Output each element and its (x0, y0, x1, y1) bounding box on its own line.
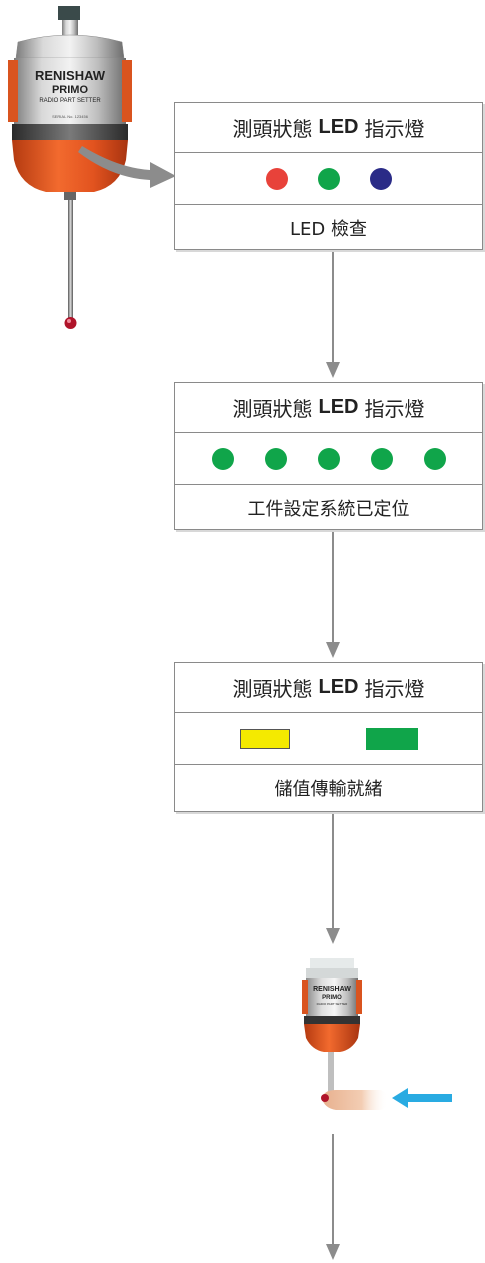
flow-arrow (326, 1134, 340, 1260)
box-header: 測頭狀態 LED 指示燈 (175, 383, 482, 433)
probe-serial-text: SERIAL No. 123456 (52, 114, 89, 119)
probe-model-text: PRIMO (52, 84, 89, 96)
header-suffix: 指示燈 (364, 397, 425, 421)
flow-arrow (326, 814, 340, 944)
box-caption: 儲值傳輸就緒 (274, 779, 383, 800)
probe-model-text: PRIMO (322, 995, 342, 1001)
header-prefix: 測頭狀態 (232, 397, 313, 421)
led-green-icon (423, 447, 446, 470)
probe-subtitle-text: RADIO PART SETTER (39, 98, 101, 104)
header-suffix: 指示燈 (364, 677, 425, 701)
header-prefix: 測頭狀態 (232, 117, 313, 141)
led-row (175, 153, 482, 205)
led-bar-green-icon (365, 727, 418, 750)
box-header: 測頭狀態 LED 指示燈 (175, 663, 482, 713)
box-caption: 工件設定系統已定位 (247, 499, 410, 520)
box-caption: LED 檢查 (290, 219, 367, 240)
led-row (175, 433, 482, 485)
probe-brand-text: RENISHAW (35, 68, 106, 83)
status-box-positioned: 測頭狀態 LED 指示燈 工件設定系統已定位 (174, 382, 483, 530)
flow-arrow (326, 532, 340, 658)
led-blue-icon (369, 167, 392, 190)
status-box-led-check: 測頭狀態 LED 指示燈 LED 檢查 (174, 102, 483, 250)
header-led: LED (318, 676, 359, 698)
led-green-icon (264, 447, 287, 470)
led-red-icon (265, 167, 288, 190)
probe-subtitle-text: RADIO PART SETTER (317, 1002, 349, 1006)
header-suffix: 指示燈 (364, 117, 425, 141)
pointer-arrow (78, 146, 176, 188)
box-header: 測頭狀態 LED 指示燈 (175, 103, 482, 153)
led-green-icon (370, 447, 393, 470)
touch-arrow-icon (392, 1088, 452, 1108)
status-box-ready: 測頭狀態 LED 指示燈 儲值傳輸就緒 (174, 662, 483, 812)
header-prefix: 測頭狀態 (232, 677, 313, 701)
probe-image-top: RENISHAW PRIMO RADIO PART SETTER SERIAL … (8, 6, 176, 329)
led-green-icon (317, 167, 340, 190)
header-led: LED (318, 396, 359, 418)
finger-icon (322, 1090, 388, 1110)
led-bar-yellow-icon (239, 728, 290, 749)
flow-arrow (326, 252, 340, 378)
probe-brand-text: RENISHAW (313, 986, 351, 993)
led-green-icon (211, 447, 234, 470)
header-led: LED (318, 116, 359, 138)
led-row (175, 713, 482, 765)
led-green-icon (317, 447, 340, 470)
